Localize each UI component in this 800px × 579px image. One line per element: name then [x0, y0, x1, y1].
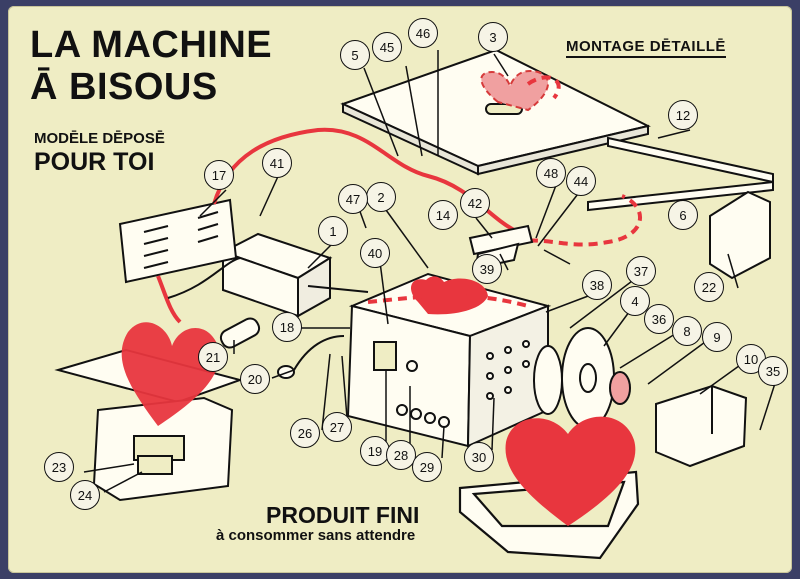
callout-44: 44 [566, 166, 596, 196]
callout-9: 9 [702, 322, 732, 352]
callout-2: 2 [366, 182, 396, 212]
callout-36: 36 [644, 304, 674, 334]
motor [220, 232, 369, 318]
callout-21: 21 [198, 342, 228, 372]
postcard: LA MACHINE Ā BISOUS MODĒLE DĒPOSĒ POUR T… [8, 6, 792, 573]
callout-42: 42 [460, 188, 490, 218]
subtitle-big: POUR TOI [34, 148, 155, 176]
callout-30: 30 [464, 442, 494, 472]
callout-17: 17 [204, 160, 234, 190]
consommer-label: à consommer sans attendre [216, 527, 416, 544]
title-line-1: LA MACHINE [30, 24, 273, 66]
callout-20: 20 [240, 364, 270, 394]
callout-1: 1 [318, 216, 348, 246]
end-cap [655, 384, 748, 468]
side-block [709, 190, 771, 280]
callout-35: 35 [758, 356, 788, 386]
callout-22: 22 [694, 272, 724, 302]
callout-38: 38 [582, 270, 612, 300]
callout-48: 48 [536, 158, 566, 188]
callout-6: 6 [668, 200, 698, 230]
callout-5: 5 [340, 40, 370, 70]
title-line-2: Ā BISOUS [30, 66, 218, 108]
side-panel [118, 198, 238, 284]
left-heart [121, 322, 220, 426]
callout-8: 8 [672, 316, 702, 346]
callout-40: 40 [360, 238, 390, 268]
callout-37: 37 [626, 256, 656, 286]
page-title: LA MACHINE Ā BISOUS [30, 24, 272, 108]
callout-3: 3 [478, 22, 508, 52]
callout-23: 23 [44, 452, 74, 482]
callout-18: 18 [272, 312, 302, 342]
callout-4: 4 [620, 286, 650, 316]
wheel [533, 327, 631, 429]
montage-label: MONTAGE DĒTAILLĒ [566, 38, 726, 58]
callout-39: 39 [472, 254, 502, 284]
produit-label: PRODUIT FINI [266, 502, 420, 528]
callout-28: 28 [386, 440, 416, 470]
callout-41: 41 [262, 148, 292, 178]
callout-19: 19 [360, 436, 390, 466]
callout-24: 24 [70, 480, 100, 510]
exploded-diagram [54, 48, 779, 560]
callout-12: 12 [668, 100, 698, 130]
plug-cable [167, 257, 345, 379]
callout-27: 27 [322, 412, 352, 442]
callout-45: 45 [372, 32, 402, 62]
callout-14: 14 [428, 200, 458, 230]
subtitle-small: MODĒLE DĒPOSĒ [34, 130, 165, 147]
product-heart [505, 416, 636, 526]
callout-26: 26 [290, 418, 320, 448]
callout-46: 46 [408, 18, 438, 48]
callout-47: 47 [338, 184, 368, 214]
callout-29: 29 [412, 452, 442, 482]
wire-dashed [367, 75, 642, 308]
